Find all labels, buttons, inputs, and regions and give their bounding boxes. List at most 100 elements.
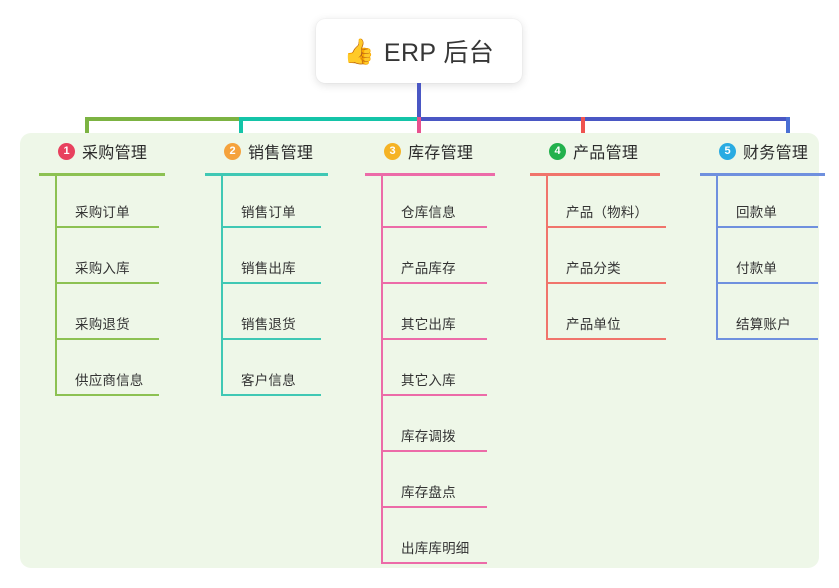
menu-item[interactable]: 付款单	[716, 232, 839, 288]
menu-item-rule	[716, 282, 818, 284]
column-2: 2 销售管理销售订单销售出库销售退货客户信息	[205, 133, 365, 400]
menu-item-rule	[221, 338, 321, 340]
menu-item[interactable]: 采购入库	[55, 232, 199, 288]
menu-item-rule	[381, 506, 487, 508]
menu-item-label: 销售退货	[241, 317, 296, 332]
menu-item-label: 结算账户	[736, 317, 791, 332]
menu-item-rule	[55, 282, 159, 284]
column-items-2: 销售订单销售出库销售退货客户信息	[205, 176, 365, 400]
column-badge-2: 2	[224, 142, 241, 160]
menu-item-rule	[716, 226, 818, 228]
column-title-4: 产品管理	[573, 145, 639, 162]
column-spine-3	[381, 176, 383, 564]
column-badge-5: 5	[719, 142, 736, 160]
column-items-5: 回款单付款单结算账户	[700, 176, 839, 344]
menu-item-rule	[381, 282, 487, 284]
connector-stub-4	[581, 117, 585, 147]
column-container: 1 采购管理采购订单采购入库采购退货供应商信息 2 销售管理销售订单销售出库销售退货客…	[20, 133, 825, 568]
menu-item-label: 其它出库	[401, 317, 456, 332]
page-title: ERP 后台	[383, 39, 495, 67]
column-1: 1 采购管理采购订单采购入库采购退货供应商信息	[39, 133, 199, 400]
column-header-3[interactable]: 3 库存管理	[365, 133, 535, 169]
menu-item[interactable]: 产品（物料）	[546, 176, 700, 232]
column-items-3: 仓库信息产品库存其它出库其它入库库存调拨库存盘点出库库明细	[365, 176, 535, 568]
column-5: 5 财务管理回款单付款单结算账户	[700, 133, 839, 344]
connector-stem	[417, 83, 421, 118]
connector-stub-3	[417, 117, 421, 147]
menu-item-rule	[55, 338, 159, 340]
menu-item-rule	[221, 394, 321, 396]
menu-item-label: 产品库存	[401, 261, 456, 276]
menu-item-label: 产品单位	[566, 317, 621, 332]
column-header-5[interactable]: 5 财务管理	[700, 133, 839, 169]
menu-item[interactable]: 采购订单	[55, 176, 199, 232]
connector-bus-green	[85, 117, 241, 121]
menu-item[interactable]: 产品分类	[546, 232, 700, 288]
menu-item-label: 销售出库	[241, 261, 296, 276]
menu-item[interactable]: 产品单位	[546, 288, 700, 344]
column-title-2: 销售管理	[248, 145, 314, 162]
menu-item-label: 采购订单	[75, 205, 130, 220]
menu-item-label: 销售订单	[241, 205, 296, 220]
column-spine-2	[221, 176, 223, 396]
menu-item-label: 产品分类	[566, 261, 621, 276]
menu-item[interactable]: 库存盘点	[381, 456, 535, 512]
menu-item-rule	[381, 226, 487, 228]
menu-item[interactable]: 其它入库	[381, 344, 535, 400]
column-spine-4	[546, 176, 548, 340]
menu-item[interactable]: 结算账户	[716, 288, 839, 344]
menu-item-label: 库存调拨	[401, 429, 456, 444]
column-items-4: 产品（物料） 产品分类产品单位	[530, 176, 700, 344]
column-title-5: 财务管理	[743, 145, 809, 162]
connector-stub-5	[786, 117, 790, 147]
menu-item-label: 客户信息	[241, 373, 296, 388]
column-title-1: 采购管理	[82, 145, 148, 162]
menu-item-rule	[716, 338, 818, 340]
menu-item[interactable]: 客户信息	[221, 344, 365, 400]
menu-item-label: 采购退货	[75, 317, 130, 332]
thumbs-up-icon: 👍	[343, 36, 375, 66]
menu-item[interactable]: 供应商信息	[55, 344, 199, 400]
connector-bus-blue	[419, 117, 790, 121]
menu-item[interactable]: 销售订单	[221, 176, 365, 232]
connector-bus-teal	[241, 117, 419, 121]
menu-item-label: 库存盘点	[401, 485, 456, 500]
menu-item-rule	[546, 338, 666, 340]
root-title-card: 👍 ERP 后台	[316, 19, 522, 83]
menu-item-rule	[546, 226, 666, 228]
column-badge-3: 3	[384, 142, 401, 160]
column-header-2[interactable]: 2 销售管理	[205, 133, 365, 169]
connector-stub-1	[85, 117, 89, 147]
menu-item-rule	[381, 394, 487, 396]
column-title-3: 库存管理	[408, 145, 474, 162]
menu-item[interactable]: 产品库存	[381, 232, 535, 288]
menu-item-label: 付款单	[736, 261, 778, 276]
column-underline-5	[700, 173, 825, 176]
column-underline-2	[205, 173, 328, 176]
column-underline-1	[39, 173, 165, 176]
menu-item-label: 采购入库	[75, 261, 130, 276]
menu-item[interactable]: 销售出库	[221, 232, 365, 288]
column-spine-5	[716, 176, 718, 340]
menu-item[interactable]: 销售退货	[221, 288, 365, 344]
menu-item-rule	[55, 226, 159, 228]
menu-item[interactable]: 其它出库	[381, 288, 535, 344]
menu-item-label: 出库库明细	[401, 541, 470, 556]
menu-item[interactable]: 出库库明细	[381, 512, 535, 568]
menu-item[interactable]: 回款单	[716, 176, 839, 232]
menu-item-label: 产品（物料）	[566, 205, 649, 220]
column-badge-1: 1	[58, 142, 75, 160]
menu-item[interactable]: 库存调拨	[381, 400, 535, 456]
menu-item-label: 其它入库	[401, 373, 456, 388]
column-header-1[interactable]: 1 采购管理	[39, 133, 199, 169]
menu-item-label: 供应商信息	[75, 373, 144, 388]
menu-item-rule	[55, 394, 159, 396]
column-items-1: 采购订单采购入库采购退货供应商信息	[39, 176, 199, 400]
menu-item[interactable]: 采购退货	[55, 288, 199, 344]
diagram-panel	[20, 133, 819, 568]
menu-item-rule	[381, 338, 487, 340]
menu-item[interactable]: 仓库信息	[381, 176, 535, 232]
column-underline-3	[365, 173, 495, 176]
menu-item-label: 仓库信息	[401, 205, 456, 220]
